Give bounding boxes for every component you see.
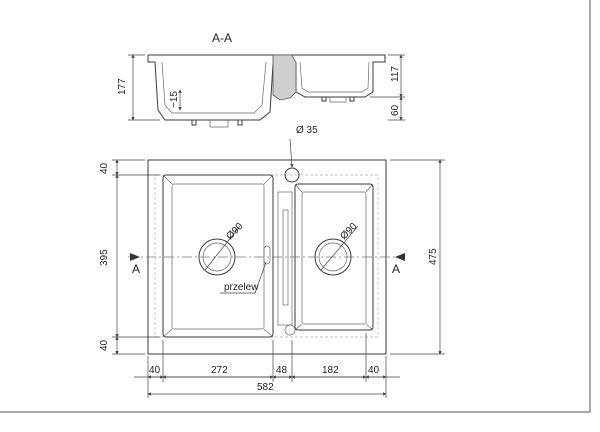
plan-dim-bottom: 40 [99,339,110,351]
divider-section-hatch [272,54,297,101]
plan-dim-total-height: 475 [428,248,439,265]
left-drain-label: Ø90 [224,221,245,242]
bottom-dim-2: 272 [211,365,228,376]
bottom-dim-1: 40 [149,365,161,376]
bottom-dimensions: 40 272 48 182 40 582 [134,333,400,398]
left-bowl [162,174,274,338]
bottom-dim-5: 40 [368,365,380,376]
plan-dim-middle: 395 [99,249,110,266]
rim-dimension: ~15 [169,91,180,108]
section-height-right: 117 [390,66,401,82]
tap-hole [284,167,300,183]
section-view: ~15 [147,54,386,128]
bottom-dim-4: 182 [322,365,339,376]
plan-dim-top: 40 [99,162,110,174]
right-drain-label: Ø90 [338,221,359,242]
plan-right-dimension: 475 [390,159,445,355]
overflow-label: przelew [224,282,259,293]
overflow [263,245,271,265]
bottom-dim-3: 48 [276,365,288,376]
section-dimensions: 177 117 60 [117,54,405,121]
cut-marker-left: A [132,262,140,276]
plan-view: A A Ø 35 Ø90 Ø90 przelew [128,125,405,355]
section-title: A-A [212,31,232,45]
bottom-dim-total: 582 [257,382,274,393]
section-depth-offset: 60 [390,104,401,116]
tap-hole-label: Ø 35 [296,125,318,136]
section-height-left: 177 [117,78,128,95]
left-drain [198,238,236,276]
frame-border [0,0,591,413]
plan-left-dimensions: 40 395 40 [99,159,160,355]
cut-marker-right: A [392,262,400,276]
